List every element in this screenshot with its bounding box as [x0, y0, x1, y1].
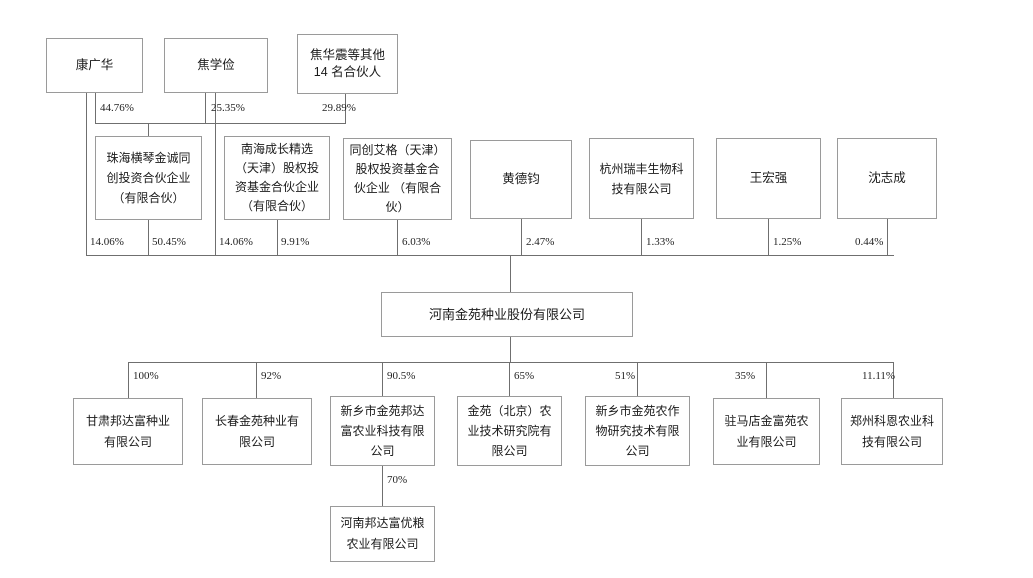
node-core-company[interactable]: 河南金苑种业股份有限公司 [381, 292, 633, 337]
percent-huangdejun-core: 2.47% [526, 236, 555, 248]
connector-bus-to-zhumadian [766, 362, 767, 398]
node-subsidiary-zhumadian[interactable]: 驻马店金富苑农 业有限公司 [713, 398, 820, 465]
connector-bus-to-xinxiang-bangdafu [382, 362, 383, 398]
connector-hangzhou-to-bus [641, 219, 642, 255]
connector-tongchuang-to-bus [397, 220, 398, 255]
percent-henan-bangdafu: 70% [387, 474, 408, 486]
connector-jiaoxuejian-direct-to-core [215, 93, 216, 255]
node-shareholder-tongchuang-aige[interactable]: 同创艾格（天津） 股权投资基金合 伙企业 （有限合 伙） [343, 138, 452, 220]
node-shareholder-zhuhai-hengqin[interactable]: 珠海横琴金诚同 创投资合伙企业 （有限合伙） [95, 136, 202, 220]
connector-bus-to-zhengzhou [893, 362, 894, 398]
percent-xinxiang-nongzuowu: 51% [615, 370, 636, 382]
percent-kang-zhuhai: 44.76% [100, 102, 134, 114]
node-partner-jiaoxuejian[interactable]: 焦学俭 [164, 38, 268, 93]
connector-zhuhai-to-bus [148, 220, 149, 255]
percent-changchun: 92% [261, 370, 282, 382]
node-label: 沈志成 [868, 171, 906, 185]
connector-shenzhicheng-to-bus [887, 219, 888, 255]
connector-bus-to-core-company [510, 255, 511, 295]
node-shareholder-hangzhou-ruifeng[interactable]: 杭州瑞丰生物科 技有限公司 [589, 138, 694, 219]
percent-gansu: 100% [133, 370, 159, 382]
connector-jiaohuazhen-to-zhuhai [345, 94, 346, 123]
connector-core-to-subsidiary-bus [510, 337, 511, 362]
connector-wanghongqiang-to-bus [768, 219, 769, 255]
node-label: 康广华 [75, 58, 114, 72]
percent-kang-core: 14.06% [90, 236, 124, 248]
node-label: 长春金苑种业有 限公司 [214, 413, 299, 449]
node-label: 同创艾格（天津） 股权投资基金合 伙企业 （有限合 伙） [349, 143, 446, 214]
percent-hangzhou-core: 1.33% [646, 236, 675, 248]
node-shareholder-shenzhicheng[interactable]: 沈志成 [837, 138, 937, 219]
node-label: 新乡市金苑农作 物研究技术有限 公司 [595, 404, 680, 458]
node-label: 甘肃邦达富种业 有限公司 [85, 413, 170, 449]
connector-kang-to-zhuhai [95, 93, 96, 123]
node-subsidiary-xinxiang-nongzuowu[interactable]: 新乡市金苑农作 物研究技术有限 公司 [585, 396, 690, 466]
node-subsidiary-jinyuan-beijing[interactable]: 金苑（北京）农 业技术研究院有 限公司 [457, 396, 562, 466]
connector-bus-to-zhuhai-box [148, 123, 149, 136]
connector-kang-direct-to-core [86, 93, 87, 255]
connector-huangdejun-to-bus [521, 219, 522, 255]
bus-core-to-subsidiaries [128, 362, 894, 363]
node-label: 南海成长精选 （天津）股权投 资基金合伙企业 （有限合伙） [234, 142, 319, 213]
node-label: 河南金苑种业股份有限公司 [428, 307, 585, 322]
percent-jiaohuazhen-zhuhai: 29.89% [322, 102, 356, 114]
node-label: 杭州瑞丰生物科 技有限公司 [599, 161, 684, 196]
percent-zhumadian: 35% [735, 370, 756, 382]
node-subsidiary-changchun[interactable]: 长春金苑种业有 限公司 [202, 398, 312, 465]
node-shareholder-wanghongqiang[interactable]: 王宏强 [716, 138, 821, 219]
node-label: 郑州科恩农业科 技有限公司 [849, 413, 934, 449]
node-label: 焦华震等其他 14 名合伙人 [309, 48, 385, 79]
connector-nanhai-to-bus [277, 220, 278, 255]
connector-xinxiang-bangdafu-to-henan [382, 466, 383, 506]
percent-wanghongqiang-core: 1.25% [773, 236, 802, 248]
node-partner-jiaohuazhen-group[interactable]: 焦华震等其他 14 名合伙人 [297, 34, 398, 94]
node-sub-subsidiary-henan-bangdafu[interactable]: 河南邦达富优粮 农业有限公司 [330, 506, 435, 562]
node-shareholder-nanhai-chengzhang[interactable]: 南海成长精选 （天津）股权投 资基金合伙企业 （有限合伙） [224, 136, 330, 220]
node-label: 王宏强 [749, 171, 788, 185]
connector-bus-to-gansu [128, 362, 129, 398]
percent-shenzhicheng-core: 0.44% [855, 236, 884, 248]
node-label: 焦学俭 [197, 58, 235, 72]
percent-jiaoxuejian-core: 14.06% [219, 236, 253, 248]
bus-shareholders-to-core [86, 255, 894, 256]
percent-zhuhai-core: 50.45% [152, 236, 186, 248]
node-label: 珠海横琴金诚同 创投资合伙企业 （有限合伙） [106, 151, 191, 205]
connector-bus-to-changchun [256, 362, 257, 398]
node-label: 金苑（北京）农 业技术研究院有 限公司 [467, 404, 552, 458]
percent-tongchuang-core: 6.03% [402, 236, 431, 248]
node-partner-kang[interactable]: 康广华 [46, 38, 143, 93]
node-label: 黄德钧 [502, 172, 540, 186]
connector-jiaoxuejian-to-zhuhai [205, 93, 206, 123]
node-shareholder-huangdejun[interactable]: 黄德钧 [470, 140, 572, 219]
node-label: 新乡市金苑邦达 富农业科技有限 公司 [340, 404, 425, 458]
connector-bus-to-jinyuan-beijing [509, 362, 510, 398]
percent-xinxiang-bangdafu: 90.5% [387, 370, 416, 382]
node-label: 驻马店金富苑农 业有限公司 [724, 413, 809, 449]
node-subsidiary-gansu[interactable]: 甘肃邦达富种业 有限公司 [73, 398, 183, 465]
connector-bus-to-xinxiang-nongzuowu [637, 362, 638, 398]
node-label: 河南邦达富优粮 农业有限公司 [340, 516, 425, 551]
percent-zhengzhou: 11.11% [862, 370, 896, 382]
bus-partners-to-zhuhai [95, 123, 346, 124]
percent-jinyuan-beijing: 65% [514, 370, 535, 382]
node-subsidiary-zhengzhou[interactable]: 郑州科恩农业科 技有限公司 [841, 398, 943, 465]
percent-nanhai-core: 9.91% [281, 236, 310, 248]
percent-jiaoxuejian-zhuhai: 25.35% [211, 102, 245, 114]
node-subsidiary-xinxiang-bangdafu[interactable]: 新乡市金苑邦达 富农业科技有限 公司 [330, 396, 435, 466]
